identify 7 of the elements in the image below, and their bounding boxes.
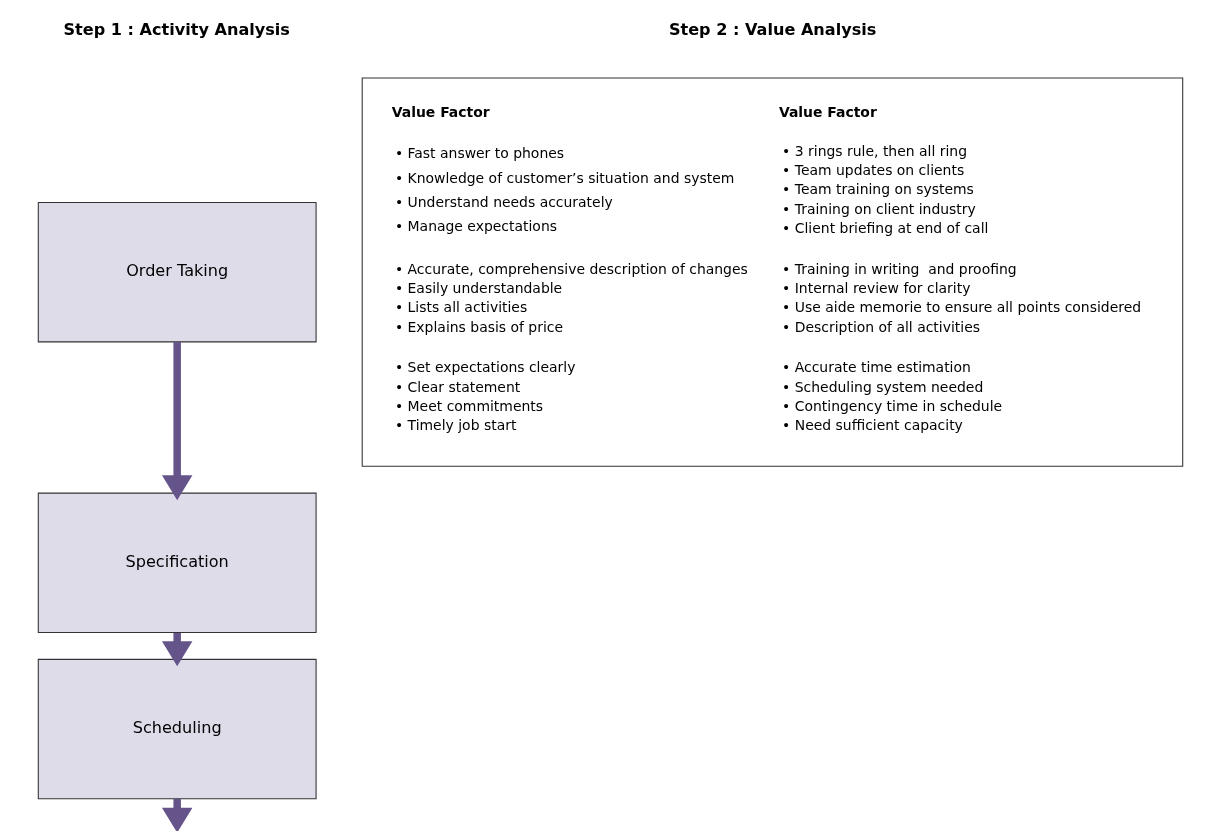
node-box: Specification xyxy=(37,492,317,634)
label: Step 2 : Value Analysis xyxy=(668,19,876,39)
node-box: Scheduling xyxy=(37,658,317,800)
node-box: Order Taking xyxy=(37,201,317,343)
arrow xyxy=(161,342,192,501)
node-box: Value Factor Value Factor • Fast answer to phones • Knowledge of customer’s situation and system • Understand needs accurately • Manage expectations • 3 rings rule, then all ring • Team updates on clients • Team training on systems • Training on client industry • Client briefing at end of call • Accurate, comprehensive description of changes • Easily understandable • Lists all activities • Explains basis of price • Training in writing and proofing • Internal review for clarity • Use aide memorie to ensure all points considered • Description of all activities • Set expectations clearly • Clear statement • Meet commitments • Timely job start • Accurate time estimation • Scheduling system needed • Contingency time in schedule • Need sufficient capacity xyxy=(361,77,1183,467)
label: Step 1 : Activity Analysis xyxy=(63,19,290,39)
